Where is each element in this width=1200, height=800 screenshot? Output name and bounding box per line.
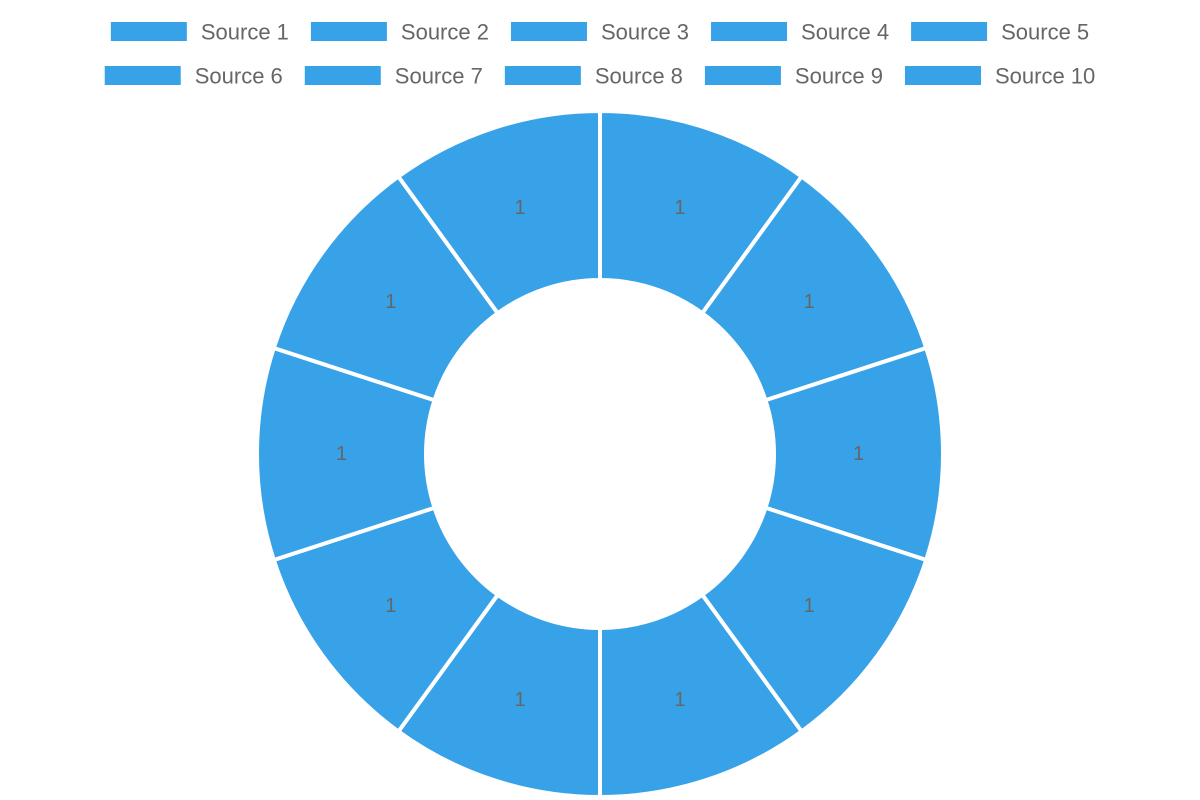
slice-value-label: 1 [853,443,864,465]
doughnut-slices [255,108,945,800]
legend-item[interactable]: Source 7 [304,64,483,89]
legend-item[interactable]: Source 5 [911,20,1089,45]
slice-value-label: 1 [804,291,815,313]
legend-label: Source 7 [395,64,483,89]
legend-label: Source 6 [195,64,283,89]
slice-value-label: 1 [674,689,685,711]
legend-item[interactable]: Source 9 [704,64,883,89]
legend-label: Source 4 [801,20,889,45]
slice-value-label: 1 [674,197,685,219]
legend-label: Source 5 [1001,20,1089,45]
legend-swatch [504,66,581,85]
chart-legend: Source 1 Source 2 Source 3 Source 4 Source 5… [104,20,1095,89]
legend-swatch [304,66,381,85]
legend-swatch [510,22,587,41]
legend-item[interactable]: Source 3 [510,20,689,45]
slice-value-label: 1 [385,291,396,313]
legend-swatch [911,22,988,41]
legend-item[interactable]: Source 4 [711,20,889,45]
slice-value-label: 1 [515,197,526,219]
slice-value-label: 1 [336,443,347,465]
doughnut-slice[interactable] [395,108,602,317]
legend-swatch [310,22,387,41]
legend-label: Source 3 [601,20,689,45]
slice-value-label: 1 [385,595,396,617]
legend-swatch [110,22,187,41]
legend-label: Source 8 [595,64,683,89]
legend-label: Source 9 [795,64,883,89]
legend-swatch [104,66,181,85]
slice-value-label: 1 [804,595,815,617]
legend-item[interactable]: Source 2 [310,20,489,45]
slice-labels: 1 1 1 1 1 1 1 1 1 1 [336,197,864,711]
legend-item[interactable]: Source 1 [110,20,289,45]
legend-swatch [704,66,781,85]
slice-value-label: 1 [515,689,526,711]
legend-item[interactable]: Source 10 [904,64,1095,89]
legend-label: Source 2 [401,20,489,45]
legend-swatch [711,22,788,41]
legend-item[interactable]: Source 8 [504,64,683,89]
legend-item[interactable]: Source 6 [104,64,283,89]
legend-label: Source 1 [201,20,289,45]
legend-label: Source 10 [995,64,1095,89]
legend-swatch [904,66,981,85]
